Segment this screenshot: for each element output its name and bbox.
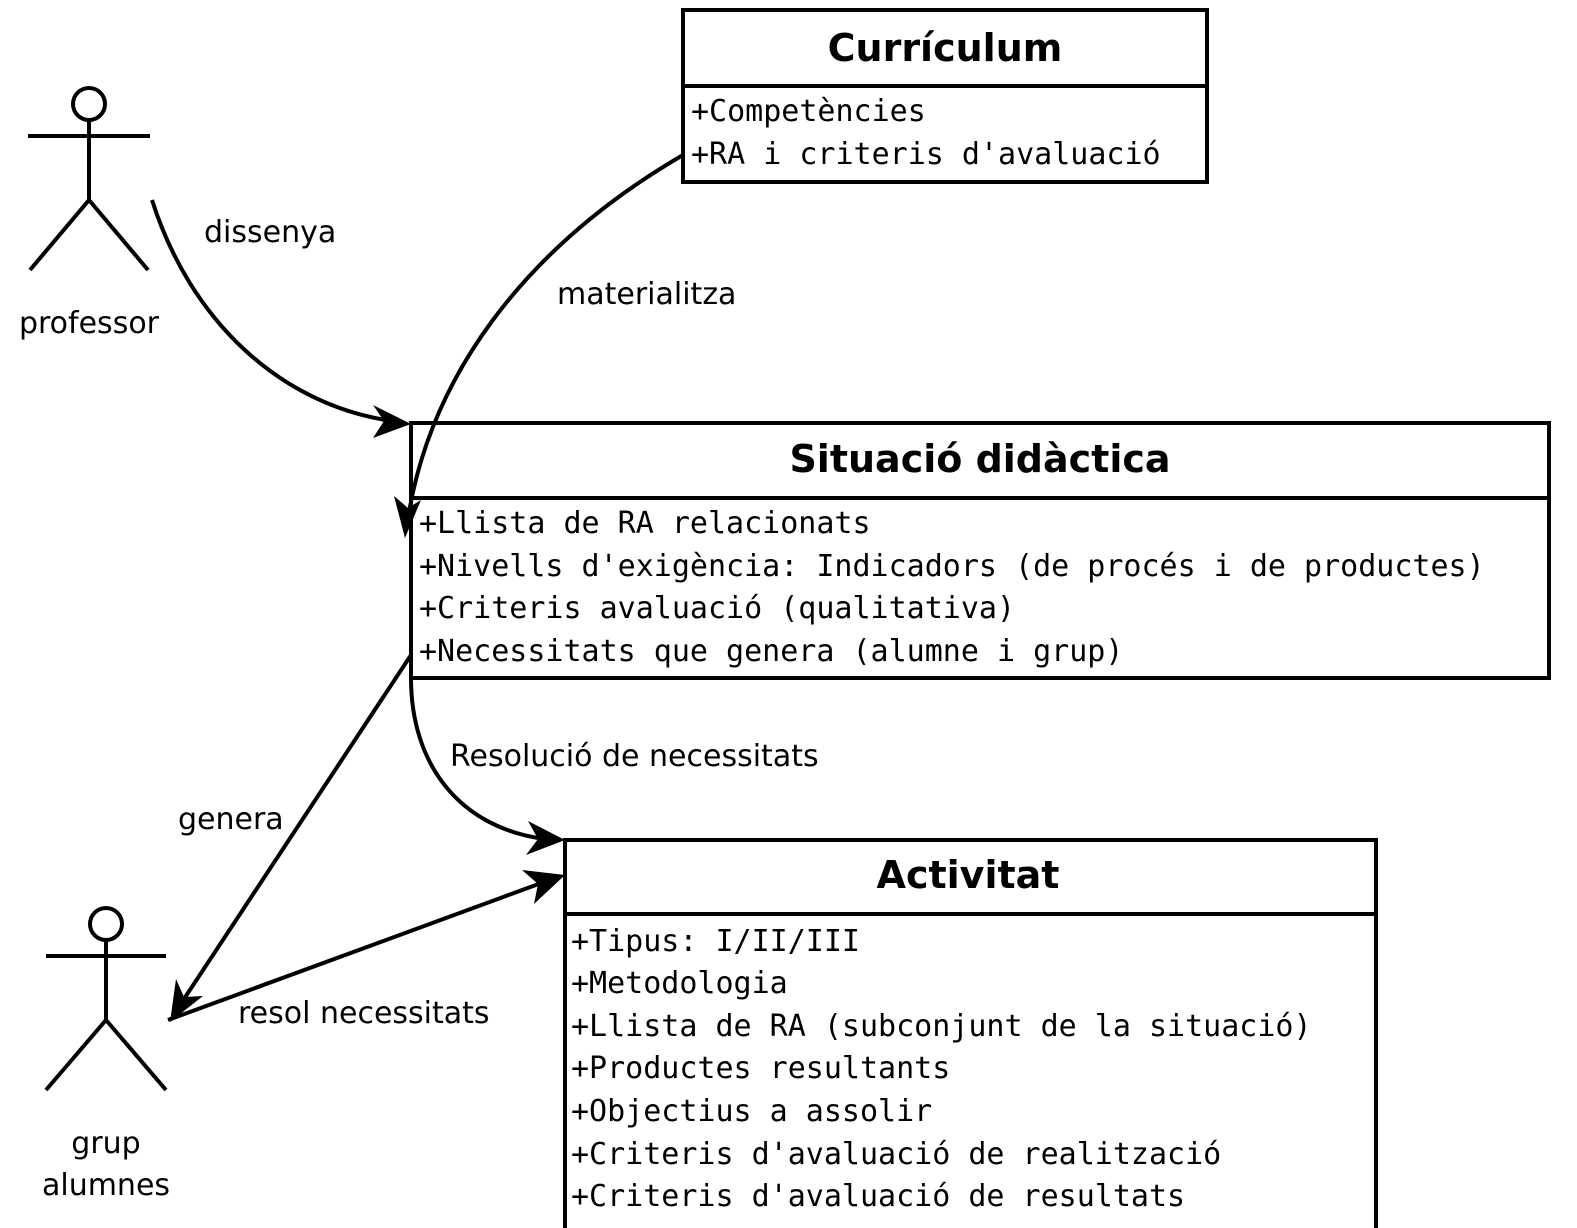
actor-grup-alumnes: grup alumnes: [42, 906, 170, 1203]
class-activitat-title: Activitat: [877, 853, 1060, 897]
class-activitat-attribute: +Productes resultants: [571, 1051, 950, 1086]
actor-grup-label: grup: [71, 1126, 140, 1161]
actor-professor-label: professor: [19, 306, 160, 341]
edge-resolucio: Resolució de necessitats: [409, 677, 819, 855]
stick-figure-icon: [44, 906, 168, 1092]
stick-figure-icon: [28, 86, 150, 272]
edge-materialitza: materialitza: [394, 153, 736, 538]
edge-dissenya: dissenya: [150, 199, 411, 438]
edge-genera: genera: [170, 653, 413, 1022]
class-situacio-attribute: +Nivells d'exigència: Indicadors (de pro…: [419, 549, 1485, 584]
class-curriculum-attribute: +Competències: [691, 94, 926, 129]
class-situacio-attribute: +Llista de RA relacionats: [419, 506, 871, 541]
edge-resol-necessitats: resol necessitats: [167, 870, 565, 1031]
class-activitat-attribute: +Criteris d'avaluació de realització: [571, 1137, 1221, 1172]
class-situacio-box: [409, 421, 1551, 680]
class-situacio-title: Situació didàctica: [789, 437, 1170, 481]
edge-dissenya-label: dissenya: [204, 215, 336, 250]
class-curriculum-attribute: +RA i criteris d'avaluació: [691, 137, 1161, 172]
class-activitat-attribute: +Llista de RA (subconjunt de la situació…: [571, 1009, 1312, 1044]
arrowhead-icon: [170, 979, 203, 1022]
arrowhead-icon: [394, 496, 421, 538]
actor-professor: professor: [19, 86, 160, 341]
class-curriculum: Currículum +Competències +RA i criteris …: [681, 8, 1209, 184]
arrowhead-icon: [522, 870, 565, 904]
class-situacio-attribute: +Criteris avaluació (qualitativa): [419, 591, 1015, 626]
class-curriculum-box: [681, 8, 1209, 184]
class-activitat-attribute: +Objectius a assolir: [571, 1094, 932, 1129]
actor-alumnes-label: alumnes: [42, 1168, 170, 1203]
class-activitat-attribute: +Tipus: I/II/III: [571, 924, 860, 959]
edge-materialitza-label: materialitza: [557, 277, 736, 312]
edge-resolucio-label: Resolució de necessitats: [450, 739, 819, 774]
class-activitat-attribute: +Criteris d'avaluació de resultats: [571, 1179, 1185, 1214]
arrowhead-icon: [373, 405, 411, 438]
class-situacio-attribute: +Necessitats que genera (alumne i grup): [419, 634, 1123, 669]
edge-genera-label: genera: [178, 802, 284, 837]
class-situacio-didactica: Situació didàctica +Llista de RA relacio…: [409, 421, 1551, 680]
arrowhead-icon: [526, 821, 565, 855]
class-curriculum-title: Currículum: [828, 26, 1063, 70]
edge-resol-label: resol necessitats: [238, 996, 490, 1031]
class-activitat: Activitat +Tipus: I/II/III +Metodologia …: [563, 838, 1378, 1228]
class-activitat-attribute: +Metodologia: [571, 966, 788, 1001]
class-activitat-box: [563, 838, 1378, 1228]
